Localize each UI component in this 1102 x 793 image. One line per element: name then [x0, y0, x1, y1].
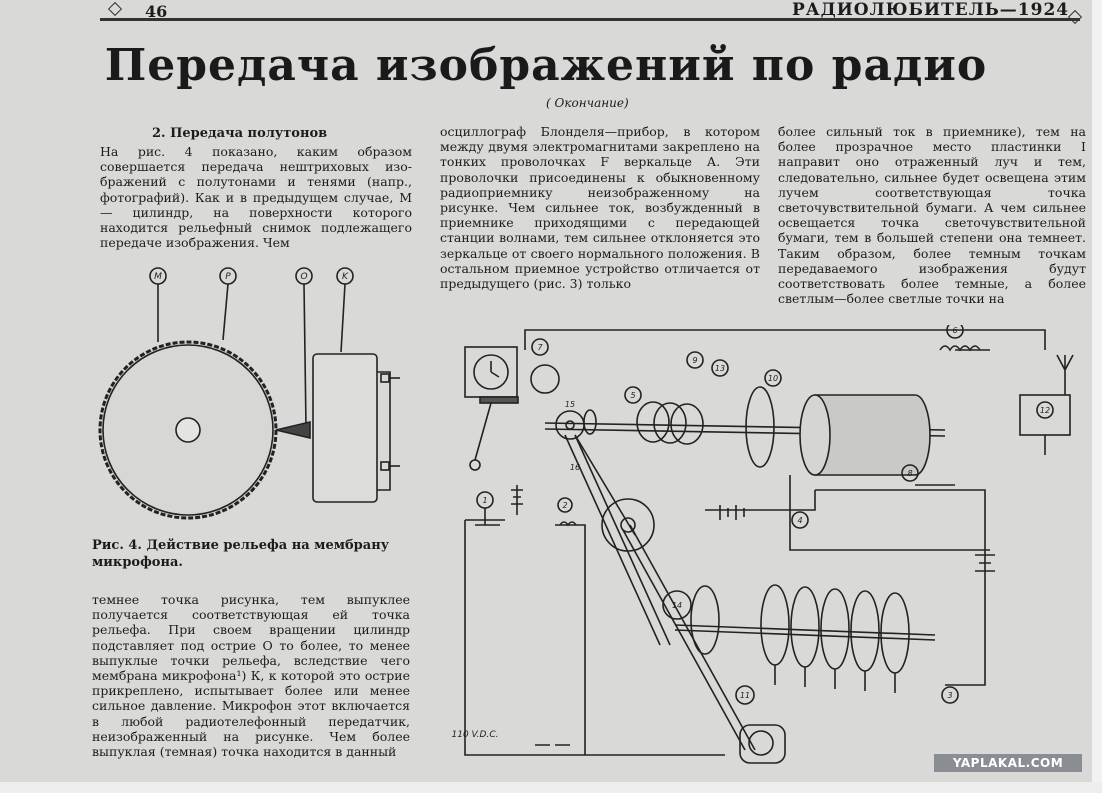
part-label-15: 15: [565, 400, 575, 409]
column2-text: осциллограф Блонделя—прибор, в кото­ром …: [440, 124, 760, 292]
part-label-14: 14: [672, 601, 682, 610]
column1-top-text: На рис. 4 показано, каким образом соверш…: [100, 144, 412, 251]
ornament-left-icon: [107, 1, 123, 17]
label-m: M: [154, 272, 162, 282]
part-label-11: 11: [740, 691, 750, 700]
part-label-10: 10: [768, 374, 778, 383]
column3-text: более сильный ток в приемнике), тем на б…: [778, 124, 1086, 307]
part-label-12: 12: [1040, 406, 1050, 415]
part-label-9: 9: [692, 356, 697, 365]
part-label-7: 7: [537, 343, 543, 352]
voltage-label: 110 V.D.C.: [452, 730, 499, 740]
section-heading: 2. Передача полутонов: [152, 126, 328, 141]
part-label-6: 6: [952, 326, 957, 335]
label-k: K: [342, 272, 349, 282]
page-number: 46: [145, 2, 168, 21]
label-p: P: [225, 272, 231, 282]
magazine-page: 46 РАДИОЛЮБИТЕЛЬ—1924 Передача изображен…: [0, 0, 1092, 782]
part-label-2: 2: [562, 501, 567, 510]
figure4-caption: Рис. 4. Действие рельефа на мем­брану ми…: [92, 538, 390, 570]
part-label-5: 5: [630, 391, 635, 400]
part-label-3: 3: [947, 691, 952, 700]
article-title: Передача изображений по радио: [104, 40, 988, 91]
viewer-bottom-bar: [0, 782, 1102, 793]
label-o: O: [300, 272, 307, 282]
part-label-4: 4: [797, 516, 802, 525]
part-label-13: 13: [715, 364, 725, 373]
part-label-8: 8: [907, 469, 912, 478]
magazine-header: РАДИОЛЮБИТЕЛЬ—1924: [792, 0, 1070, 20]
part-label-1: 1: [482, 496, 487, 505]
header-rule: [100, 18, 1080, 21]
ornament-right-icon: [1067, 9, 1083, 25]
figure5-receiver-diagram: 1 2 3 4 5 6 7 8 9 10 11 12 13 14 15 16 1…: [452, 325, 1074, 764]
article-subtitle: ( Окончание): [546, 96, 629, 110]
figure4-microphone-diagram: M P O K: [98, 267, 400, 520]
part-label-16: 16: [570, 463, 580, 472]
watermark-logo: YAPLAKAL.COM: [934, 754, 1082, 772]
column1-bottom-text: темнее точка рисунка, тем выпуклее получ…: [92, 592, 410, 760]
